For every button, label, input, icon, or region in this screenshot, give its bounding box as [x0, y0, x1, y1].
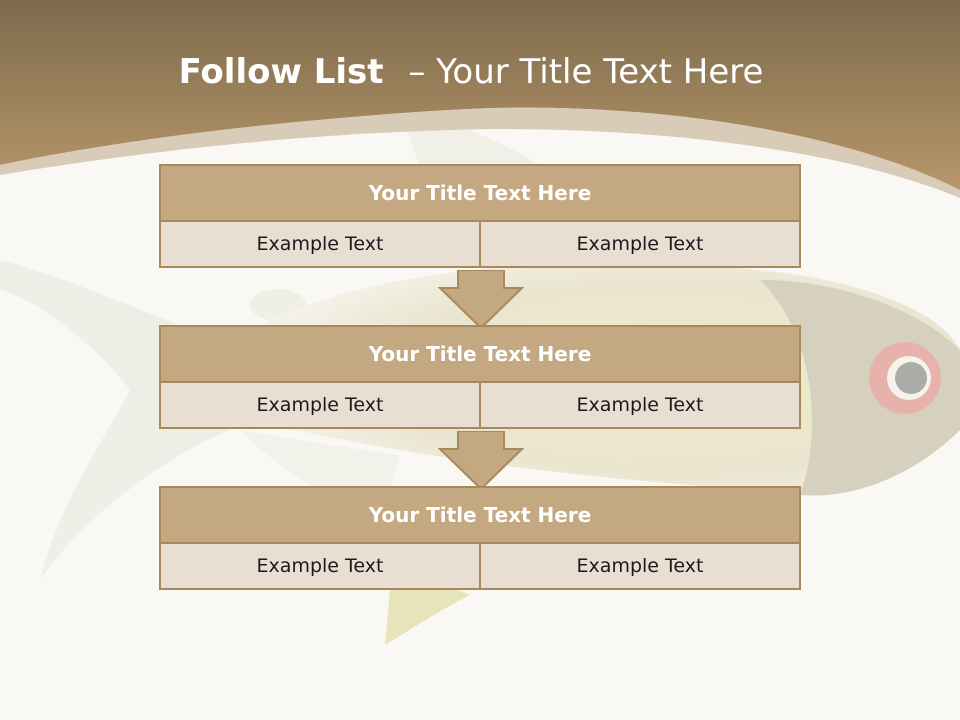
block-title: Your Title Text Here	[159, 325, 801, 383]
block-cell-right: Example Text	[481, 220, 801, 268]
down-arrow-icon	[438, 431, 524, 491]
title-subtitle: Your Title Text Here	[436, 52, 764, 92]
block-cell-left: Example Text	[159, 381, 481, 429]
title-separator: –	[408, 52, 426, 92]
block-title: Your Title Text Here	[159, 486, 801, 544]
block-row: Example Text Example Text	[159, 542, 801, 590]
title-bold: Follow List	[178, 52, 384, 92]
slide-title: Follow List – Your Title Text Here	[0, 52, 942, 92]
block-cell-left: Example Text	[159, 542, 481, 590]
block-cell-right: Example Text	[481, 542, 801, 590]
block-title: Your Title Text Here	[159, 164, 801, 222]
header-band	[0, 0, 960, 190]
block-cell-right: Example Text	[481, 381, 801, 429]
down-arrow-icon	[438, 270, 524, 330]
header-swoosh	[0, 107, 960, 198]
block-cell-left: Example Text	[159, 220, 481, 268]
block-row: Example Text Example Text	[159, 220, 801, 268]
block-row: Example Text Example Text	[159, 381, 801, 429]
